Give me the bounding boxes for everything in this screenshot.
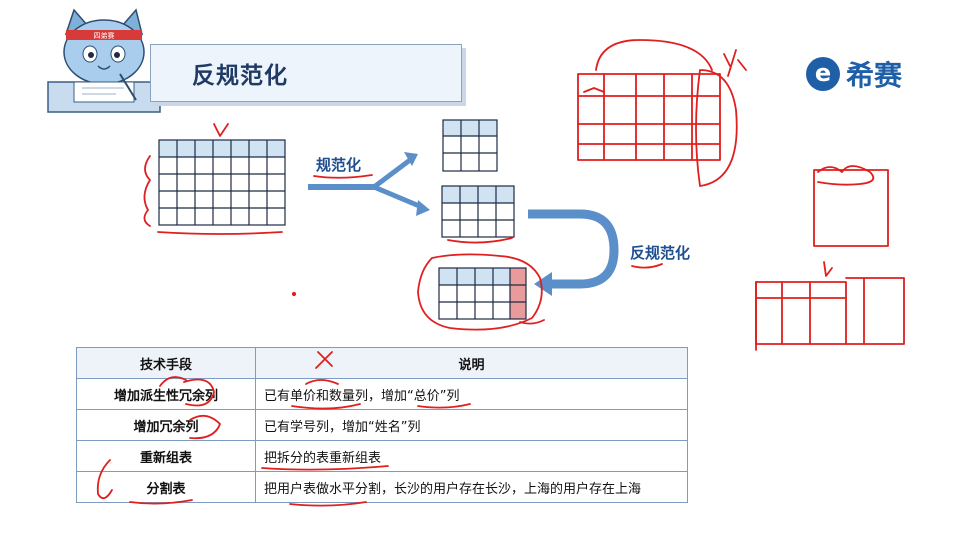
handwritten-annotations — [0, 0, 960, 540]
